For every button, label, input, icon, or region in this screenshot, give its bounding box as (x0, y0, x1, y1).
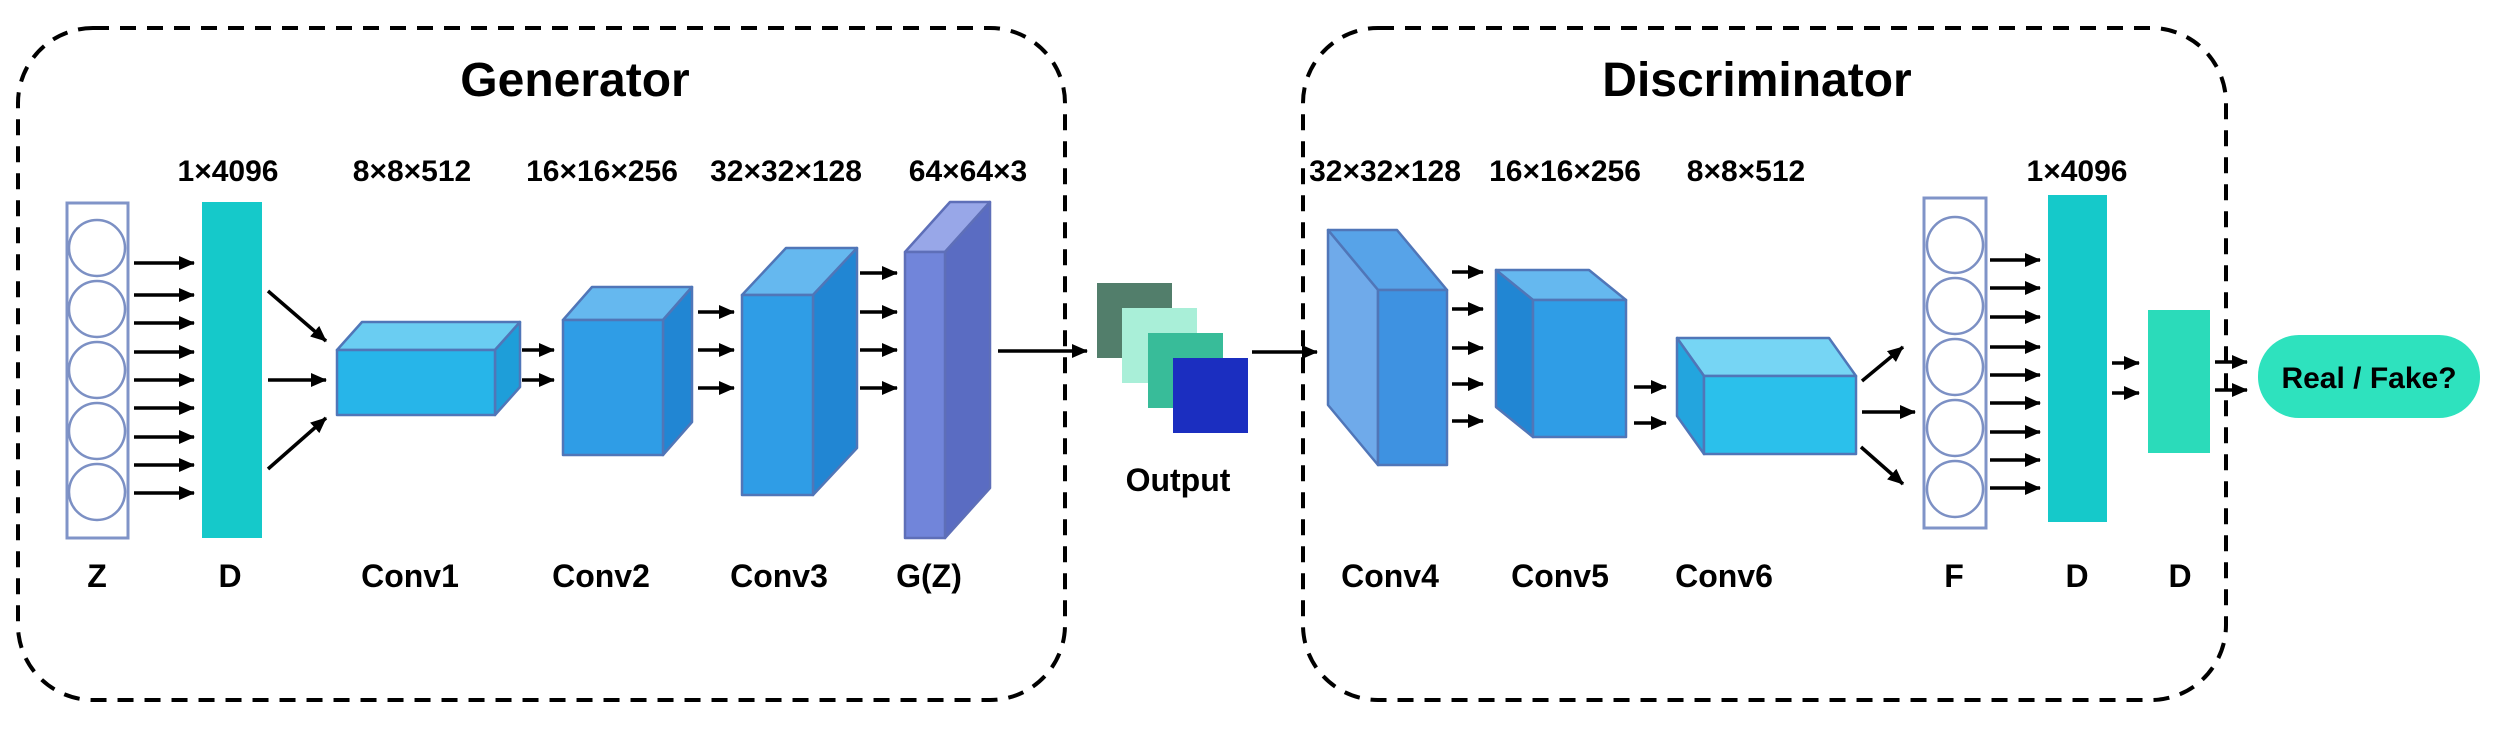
conv5-block (1494, 268, 1628, 439)
generator-title: Generator (460, 54, 689, 107)
output-square-4 (1173, 358, 1248, 433)
real-fake-pill: Real / Fake? (2258, 335, 2480, 418)
conv2-block (561, 285, 694, 457)
z-neuron-circle (67, 462, 127, 522)
conv1-front-face (335, 348, 497, 417)
conv1-block (335, 320, 522, 417)
conv5-to-conv6-arrows (1634, 380, 1667, 430)
label-f: F (1944, 558, 1964, 594)
conv2-to-conv3-arrows (698, 305, 735, 395)
d2-to-pill-arrows (2215, 355, 2248, 397)
label-z: Z (87, 558, 107, 594)
discriminator-output-bar (2148, 310, 2210, 453)
conv6-block (1675, 336, 1858, 456)
dim-label-disc-1x4096: 1×4096 (2027, 155, 2128, 188)
conv3-block (740, 246, 859, 497)
discriminator-box (1301, 26, 2228, 702)
z-neuron-circle (67, 340, 127, 400)
arrow-line (1860, 345, 1905, 383)
arrow-line (1859, 445, 1905, 486)
real-fake-pill-shape (2258, 335, 2480, 418)
conv2-front-face (561, 318, 665, 457)
dim-label-disc-32x32x128: 32×32×128 (1309, 155, 1461, 188)
conv1-to-conv2-arrows (522, 343, 555, 387)
d-to-d2-arrows (2112, 356, 2140, 400)
conv5-front-face (1531, 298, 1628, 439)
output-label: Output (1126, 462, 1231, 498)
label-conv5: Conv5 (1511, 558, 1609, 594)
gz-block (903, 200, 992, 540)
conv4-block (1326, 228, 1449, 467)
discriminator-title: Discriminator (1602, 54, 1911, 107)
conv4-to-conv5-arrows (1452, 265, 1484, 428)
label-conv4: Conv4 (1341, 558, 1439, 594)
real-fake-label: Real / Fake? (2281, 362, 2456, 395)
f-neuron-circle (1925, 215, 1985, 275)
conv5-left-face (1494, 268, 1535, 439)
dim-label-disc-8x8x512: 8×8×512 (1687, 155, 1805, 188)
conv6-to-f-arrows (1859, 345, 1916, 486)
z-to-d-arrows (134, 256, 195, 500)
dim-label-disc-16x16x256: 16×16×256 (1489, 155, 1641, 188)
label-d2-discriminator: D (2168, 558, 2191, 594)
f-vector-node (1922, 196, 1988, 530)
discriminator-dense-bar (2048, 195, 2107, 522)
dim-label-64x64x3: 64×64×3 (909, 155, 1027, 188)
gz-front-face (903, 250, 947, 540)
z-vector-node (65, 201, 130, 540)
z-neuron-circle (67, 401, 127, 461)
f-to-d-arrows (1990, 253, 2041, 495)
label-conv3: Conv3 (730, 558, 828, 594)
conv3-front-face (740, 293, 815, 497)
label-d-generator: D (218, 558, 241, 594)
conv6-top-face (1675, 336, 1858, 378)
label-conv1: Conv1 (361, 558, 459, 594)
f-neuron-circle (1925, 398, 1985, 458)
gz-side-face (943, 200, 992, 540)
f-neuron-circle (1925, 337, 1985, 397)
conv3-to-gz-arrows (860, 266, 898, 395)
arrow-line (266, 416, 328, 471)
conv1-top-face (335, 320, 522, 352)
label-gz: G(Z) (896, 558, 962, 594)
dim-label-1x4096: 1×4096 (178, 155, 279, 188)
dim-label-32x32x128: 32×32×128 (710, 155, 862, 188)
dim-label-8x8x512: 8×8×512 (353, 155, 471, 188)
f-neuron-circle (1925, 276, 1985, 336)
z-neuron-circle (67, 218, 127, 278)
arrow-line (266, 289, 328, 343)
label-conv6: Conv6 (1675, 558, 1773, 594)
label-conv2: Conv2 (552, 558, 650, 594)
f-neuron-circle (1925, 459, 1985, 519)
output-image-stack (1097, 283, 1248, 433)
label-d-discriminator: D (2065, 558, 2088, 594)
dim-label-16x16x256: 16×16×256 (526, 155, 678, 188)
z-neuron-circle (67, 279, 127, 339)
generator-box (16, 26, 1067, 702)
d-to-conv1-arrows (266, 289, 328, 471)
generator-dense-bar (202, 202, 262, 538)
conv6-front-face (1702, 374, 1858, 456)
conv4-front-face (1376, 288, 1449, 467)
